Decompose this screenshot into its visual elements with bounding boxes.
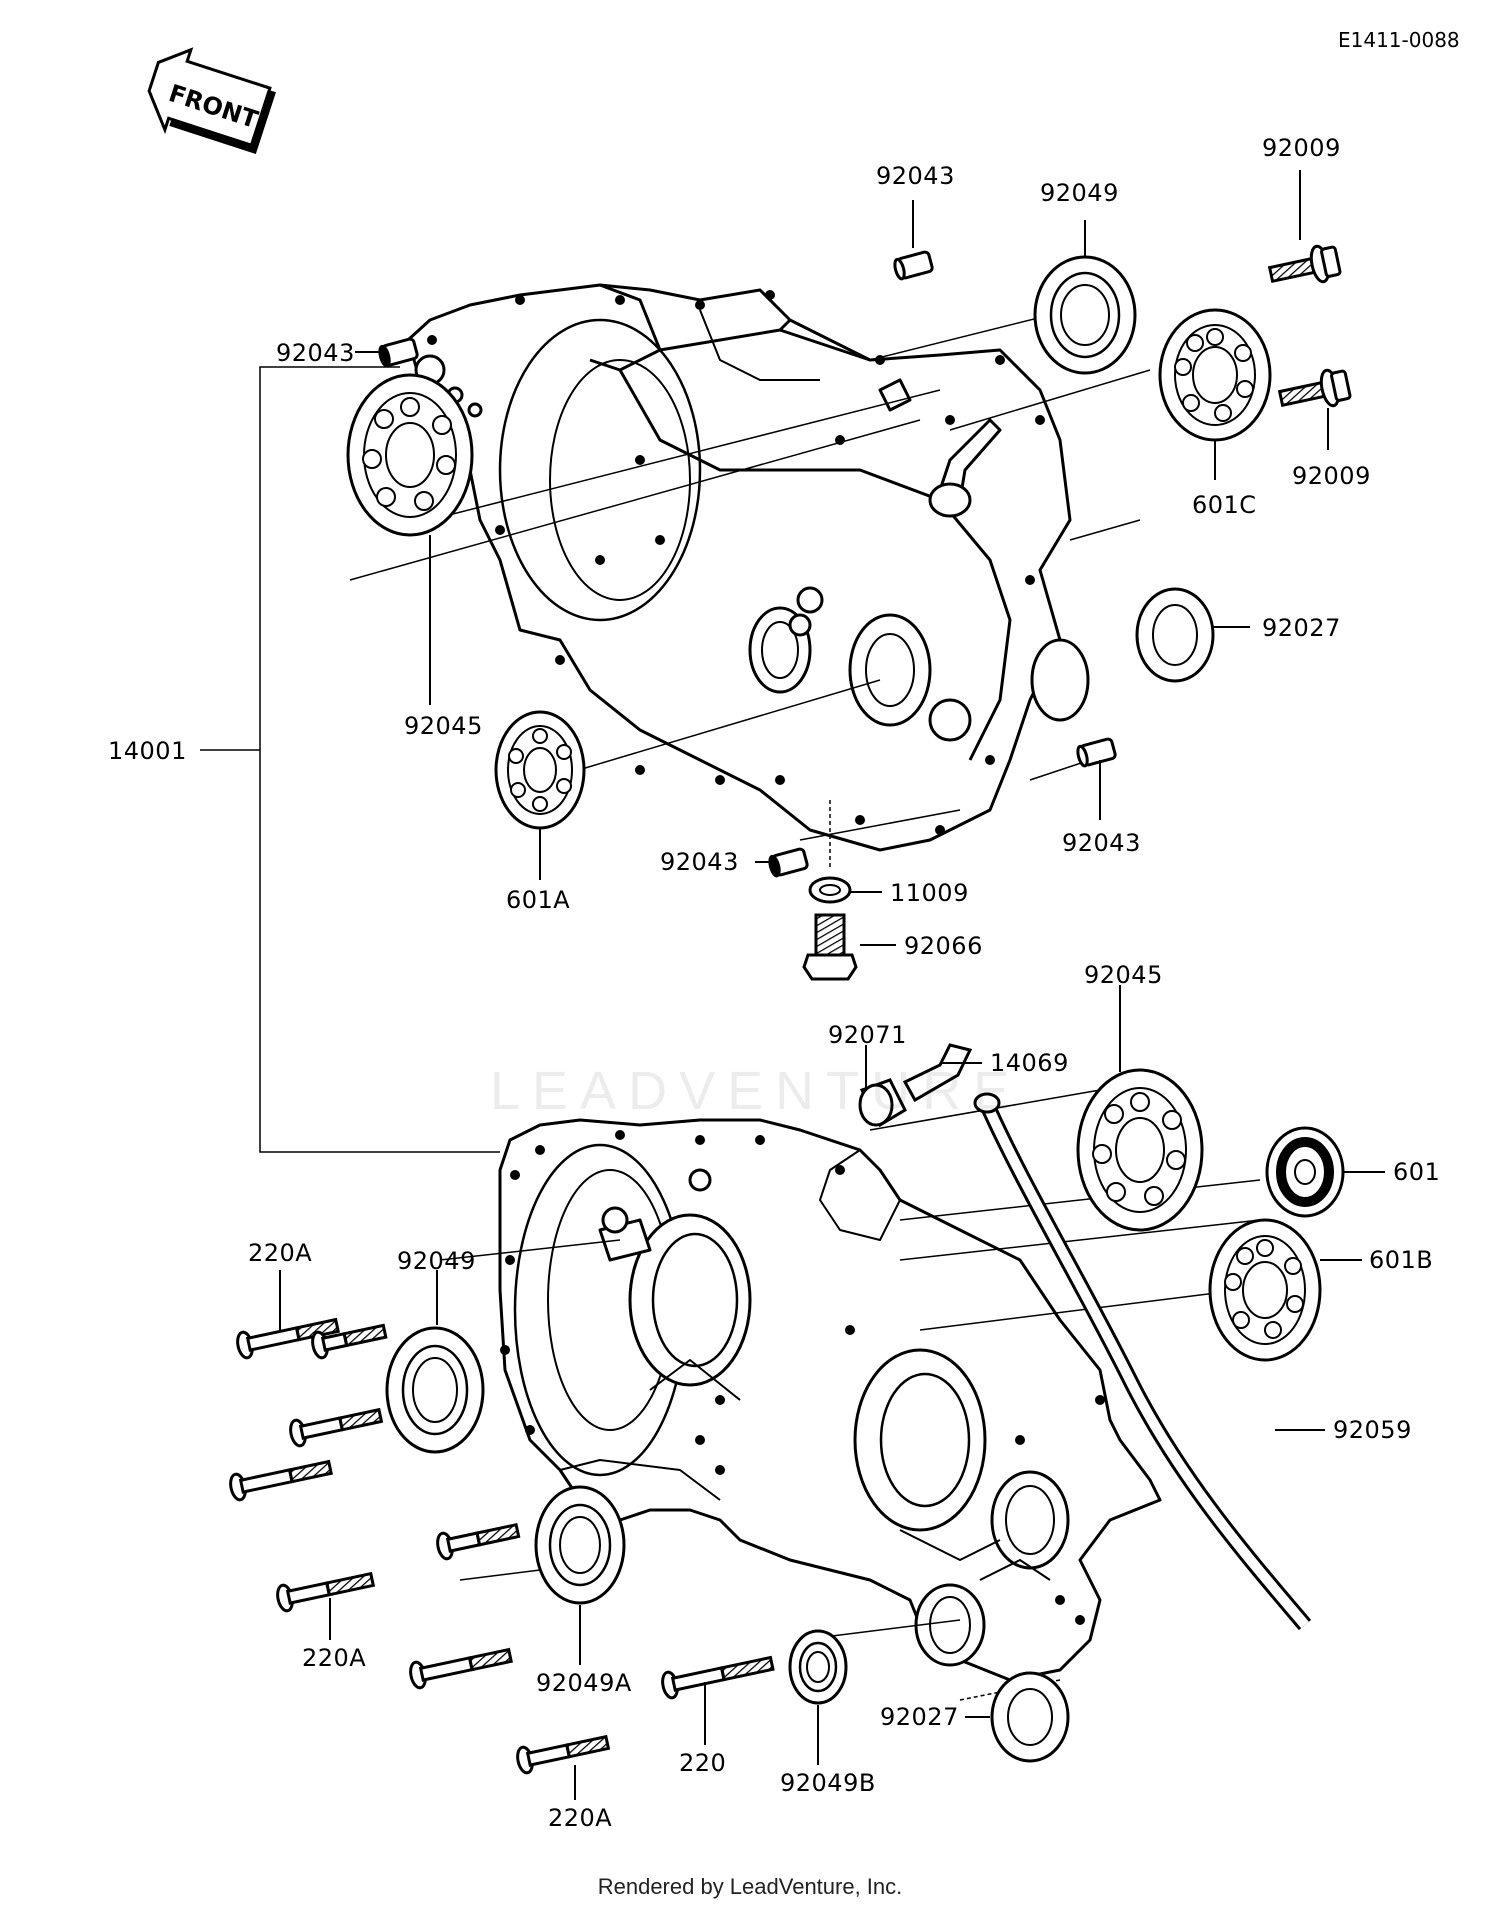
footer-credit: Rendered by LeadVenture, Inc. [597, 1874, 903, 1899]
part-label-220a[interactable]: 220A [548, 1804, 613, 1832]
part-label-14001[interactable]: 14001 [108, 737, 187, 765]
bearings [346, 255, 1345, 1763]
part-label-92071[interactable]: 92071 [828, 1021, 907, 1049]
part-label-601[interactable]: 601 [1393, 1158, 1441, 1186]
part-label-92049[interactable]: 92049 [1040, 179, 1119, 207]
leader-lines [279, 170, 1385, 1800]
part-label-92066[interactable]: 92066 [904, 932, 983, 960]
bolts-92009 [1267, 244, 1352, 408]
part-label-92027[interactable]: 92027 [880, 1703, 959, 1731]
part-label-92043[interactable]: 92043 [1062, 829, 1141, 857]
part-label-92045[interactable]: 92045 [1084, 961, 1163, 989]
part-label-92045[interactable]: 92045 [404, 712, 483, 740]
part-label-92027[interactable]: 92027 [1262, 614, 1341, 642]
part-label-92043[interactable]: 92043 [660, 848, 739, 876]
part-label-92009[interactable]: 92009 [1262, 134, 1341, 162]
part-label-92049[interactable]: 92049 [397, 1247, 476, 1275]
oil-hose-assembly [858, 1043, 1312, 1631]
part-label-601b[interactable]: 601B [1369, 1246, 1434, 1274]
part-label-11009[interactable]: 11009 [890, 879, 969, 907]
part-label-14069[interactable]: 14069 [990, 1049, 1069, 1077]
part-label-92059[interactable]: 92059 [1333, 1416, 1412, 1444]
upper-crankcase [406, 283, 1090, 852]
part-label-92043[interactable]: 92043 [876, 162, 955, 190]
watermark: LEADVENTURE [490, 1061, 1022, 1121]
lower-crankcase [498, 1118, 1162, 1682]
part-label-92009[interactable]: 92009 [1292, 462, 1371, 490]
part-label-601c[interactable]: 601C [1192, 491, 1257, 519]
part-label-92049b[interactable]: 92049B [780, 1769, 876, 1797]
part-label-92043[interactable]: 92043 [276, 339, 355, 367]
part-label-601a[interactable]: 601A [506, 886, 571, 914]
front-arrow-icon [147, 47, 276, 155]
dowel-pins [378, 250, 1117, 878]
part-label-220a[interactable]: 220A [248, 1239, 313, 1267]
part-label-220a[interactable]: 220A [302, 1644, 367, 1672]
part-label-220[interactable]: 220 [679, 1749, 727, 1777]
part-label-92049a[interactable]: 92049A [536, 1669, 632, 1697]
explode-lines [200, 304, 1261, 1701]
crankcase-bolts [229, 1317, 775, 1775]
diagram-reference-code: E1411-0088 [1338, 28, 1460, 52]
